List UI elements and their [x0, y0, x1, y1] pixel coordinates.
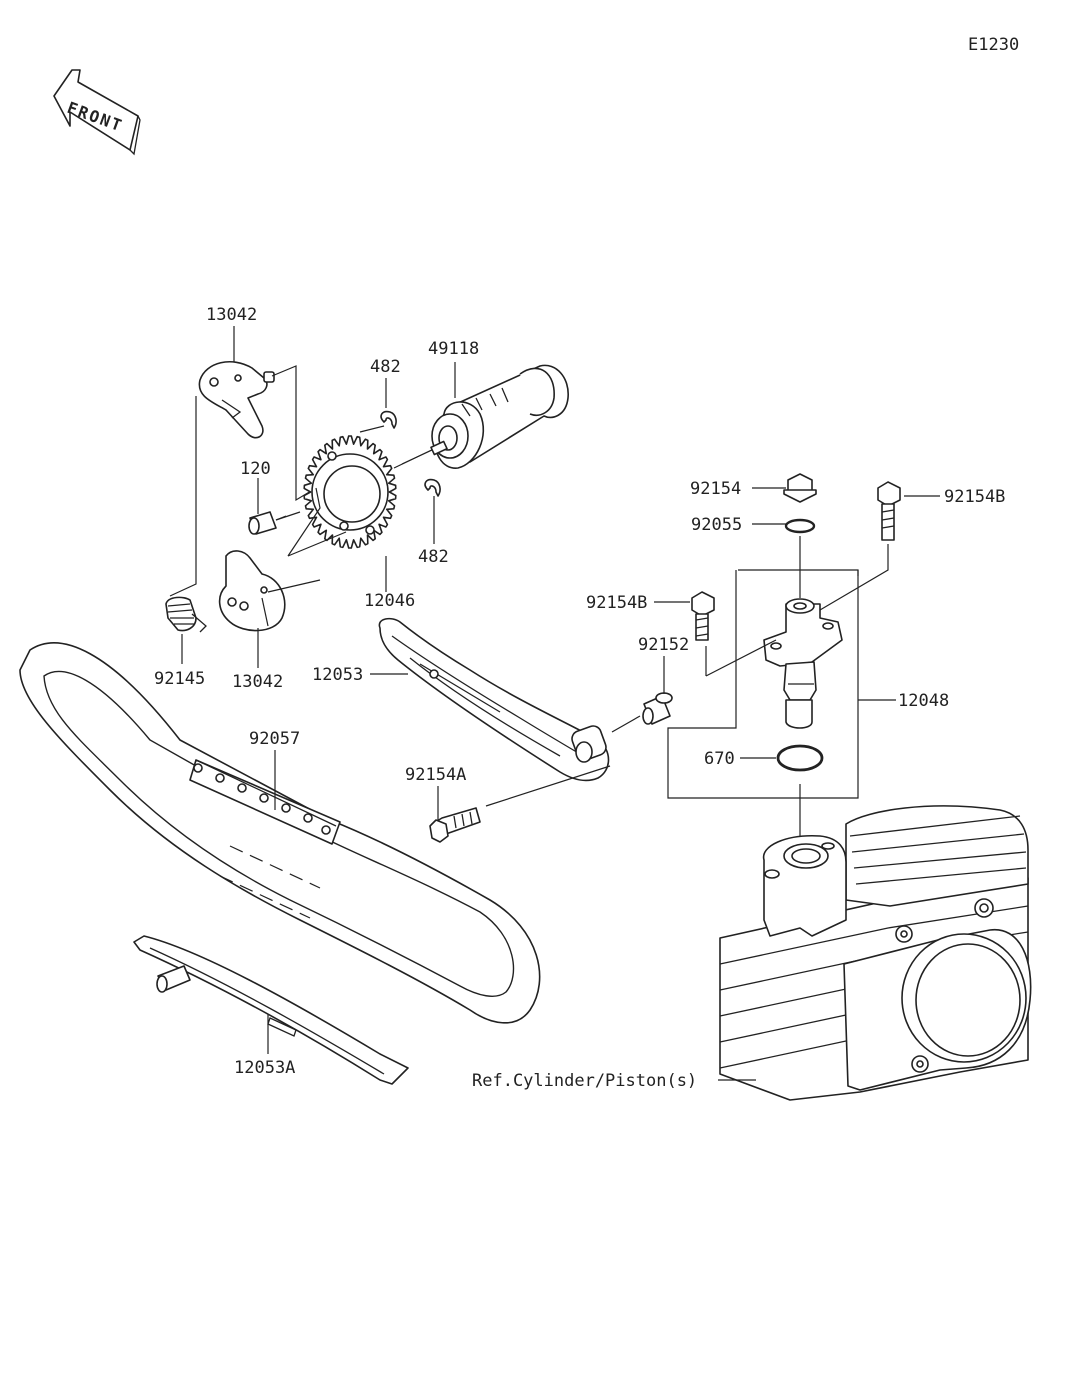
label-tensioner-cap-bolt: 92154 — [690, 479, 741, 499]
o-ring-large — [776, 744, 824, 772]
label-bolt-92154a: 92154A — [405, 765, 466, 785]
label-camshaft: 49118 — [428, 339, 479, 359]
tensioner-weight-upper — [198, 360, 275, 439]
bolt-92154b-left — [654, 591, 715, 676]
callout-labels: 13042 482 49118 120 482 12046 92145 1304… — [154, 305, 1005, 1091]
cylinder — [718, 805, 1032, 1101]
label-o-ring-large: 670 — [704, 749, 735, 769]
camshaft — [401, 364, 569, 469]
diagram-code: E1230 — [968, 35, 1019, 55]
label-chain-guide-lower: 12053A — [234, 1058, 295, 1078]
alignment-lines — [287, 487, 321, 557]
collar-92152 — [611, 692, 673, 733]
cam-sprocket — [303, 435, 397, 549]
label-spring: 92145 — [154, 669, 205, 689]
reference-note: Ref.Cylinder/Piston(s) — [472, 1071, 697, 1091]
chain-guide-lower — [133, 935, 409, 1085]
label-bolt-92154b-right: 92154B — [944, 487, 1005, 507]
label-collar: 92152 — [638, 635, 689, 655]
spring-icon — [165, 596, 207, 633]
label-cam-chain: 92057 — [249, 729, 300, 749]
label-tensioner-weight-lower: 13042 — [232, 672, 283, 692]
leader-lines — [181, 326, 665, 1054]
front-arrow-icon: FRONT — [53, 69, 141, 156]
label-circlip-lower: 482 — [418, 547, 449, 567]
label-tensioner-assembly: 12048 — [898, 691, 949, 711]
o-ring-small — [784, 518, 816, 534]
tensioner-weight-lower — [218, 550, 286, 632]
label-tensioner-weight-upper: 13042 — [206, 305, 257, 325]
chain-guide-upper — [378, 617, 610, 782]
bolt-120 — [248, 511, 287, 535]
tensioner-cap-bolt — [752, 473, 817, 503]
label-cam-sprocket: 12046 — [364, 591, 415, 611]
label-circlip-upper: 482 — [370, 357, 401, 377]
bolt-92154a — [429, 765, 611, 843]
label-bolt-92154b-left: 92154B — [586, 593, 647, 613]
label-o-ring-small: 92055 — [691, 515, 742, 535]
label-bolt-120: 120 — [240, 459, 271, 479]
tensioner-assembly — [667, 569, 859, 799]
bolt-92154b-right — [819, 481, 940, 611]
circlip-upper — [359, 410, 397, 433]
chain-link-segment — [189, 759, 341, 845]
label-chain-guide-upper: 12053 — [312, 665, 363, 685]
